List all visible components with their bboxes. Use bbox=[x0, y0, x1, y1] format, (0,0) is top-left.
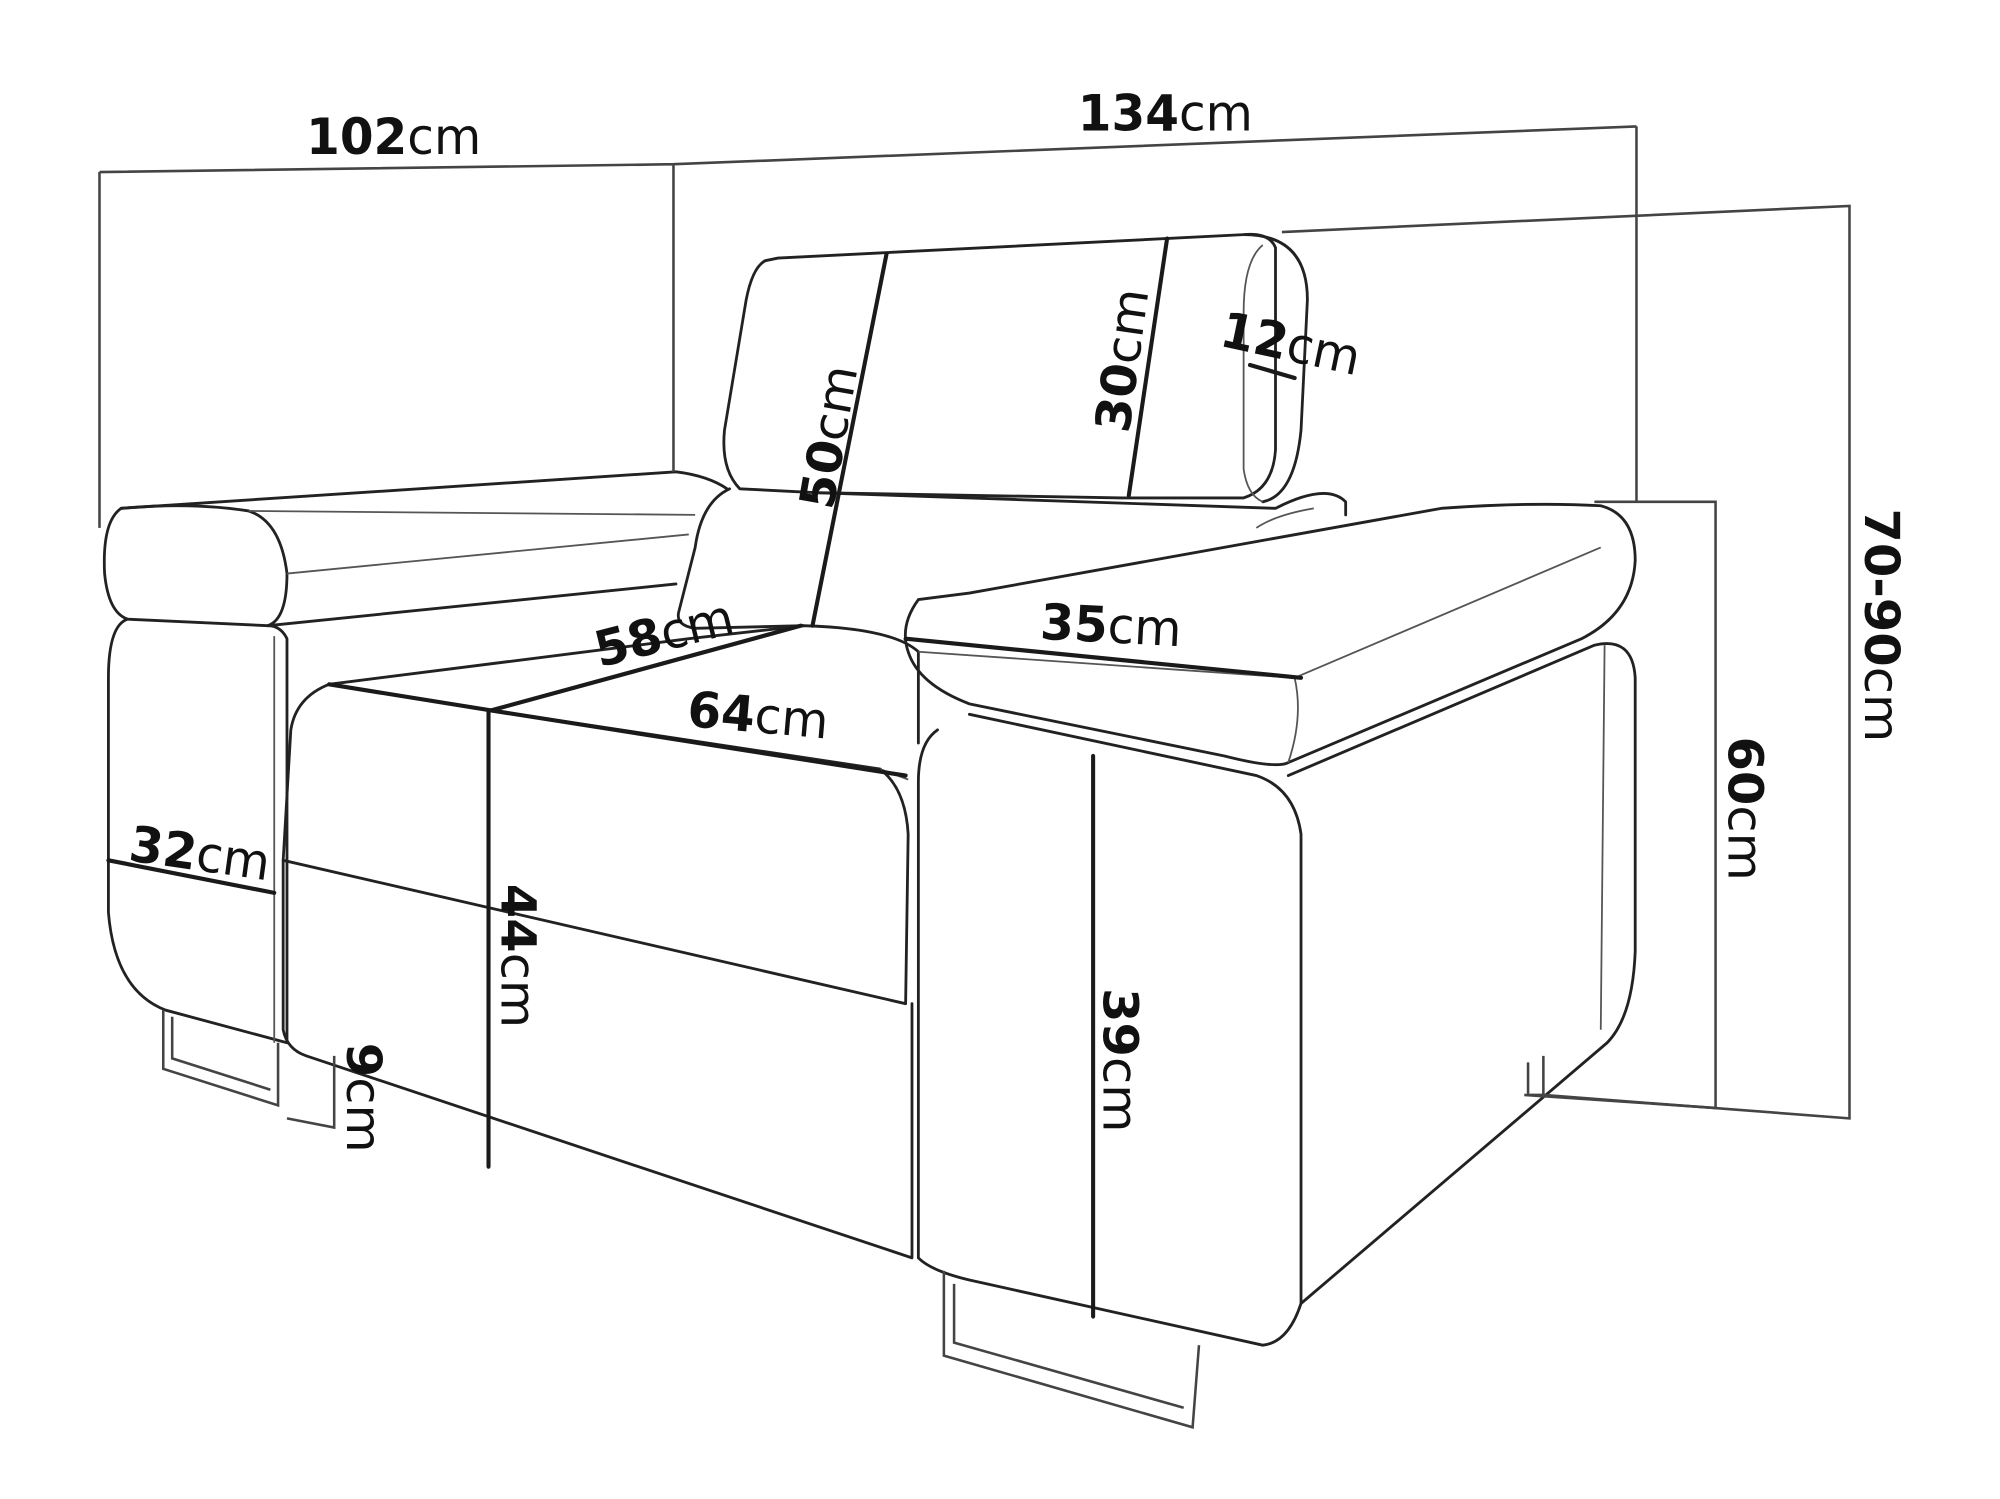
seat-cushion bbox=[327, 624, 920, 745]
label-height-total: 70-90cm bbox=[1853, 508, 1909, 742]
label-arm-side-height: 39cm bbox=[1091, 988, 1147, 1132]
headrest-roll bbox=[1242, 233, 1309, 504]
label-seat-width: 64cm bbox=[685, 681, 831, 751]
label-armrest-width: 35cm bbox=[1039, 593, 1183, 658]
leg-left bbox=[161, 1010, 280, 1108]
label-seat-depth: 58cm bbox=[589, 588, 740, 679]
label-width-total: 134cm bbox=[1078, 85, 1253, 143]
seat-front bbox=[281, 858, 914, 1260]
left-armrest bbox=[102, 504, 289, 628]
leg-right-front bbox=[942, 1270, 1201, 1429]
label-armrest-height: 60cm bbox=[1716, 736, 1772, 880]
leg-right-back bbox=[1526, 1055, 1545, 1097]
label-headrest-thickness: 12cm bbox=[1216, 301, 1366, 387]
label-side-width: 32cm bbox=[126, 815, 274, 892]
backrest bbox=[676, 487, 805, 630]
right-armrest bbox=[904, 502, 1637, 767]
label-leg-height: 9cm bbox=[335, 1043, 391, 1153]
armchair-drawing bbox=[102, 232, 1637, 1429]
right-side bbox=[916, 712, 1303, 1347]
label-backrest-height: 50cm bbox=[789, 361, 869, 513]
label-seat-height: 44cm bbox=[489, 884, 545, 1028]
left-side bbox=[107, 617, 289, 1045]
label-headrest-height: 30cm bbox=[1085, 285, 1160, 436]
dimension-lines bbox=[98, 125, 1851, 1319]
label-depth-total: 102cm bbox=[306, 108, 481, 166]
